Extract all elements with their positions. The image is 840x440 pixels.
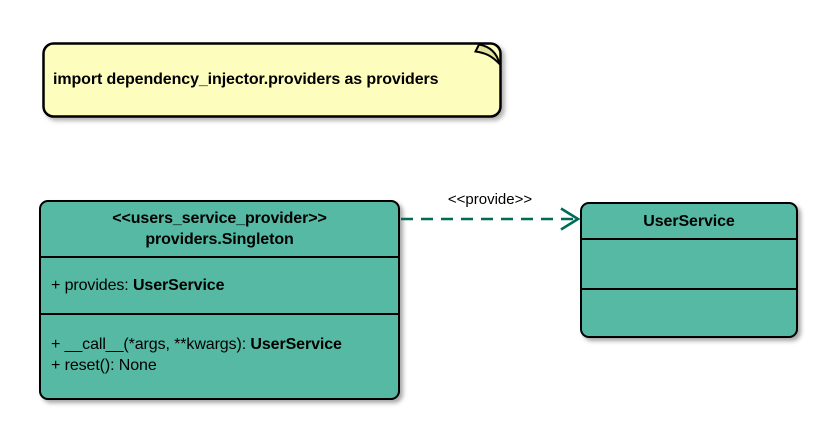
provide-arrow-label: <<provide>> [447, 191, 533, 208]
class-header: UserService [582, 204, 796, 240]
class-attributes-section: + provides: UserService [41, 258, 398, 315]
note-shape [42, 42, 502, 118]
class-stereotype: <<users_service_provider>> [112, 210, 327, 227]
note-fold-corner-icon [473, 43, 502, 68]
class-providers-singleton: <<users_service_provider>> providers.Sin… [39, 200, 400, 400]
class-header: <<users_service_provider>> providers.Sin… [41, 202, 398, 258]
attribute-provides: + provides: UserService [51, 275, 388, 296]
class-name: UserService [643, 212, 735, 230]
class-methods-section: + __call__(*args, **kwargs): UserService… [41, 315, 398, 398]
method-call: + __call__(*args, **kwargs): UserService [51, 334, 388, 355]
note-import: import dependency_injector.providers as … [42, 42, 502, 118]
method-type: UserService [250, 336, 342, 353]
method-reset: + reset(): None [51, 355, 388, 376]
attribute-type: UserService [132, 277, 225, 294]
method-text: + reset(): None [51, 357, 157, 374]
note-text: import dependency_injector.providers as … [53, 71, 439, 88]
attribute-text: + provides: [51, 277, 133, 294]
class-userservice: UserService [580, 202, 798, 338]
method-text: + __call__(*args, **kwargs): [51, 336, 251, 353]
class-attributes-section [582, 240, 796, 290]
class-name: providers.Singleton [145, 231, 294, 248]
class-methods-section [582, 290, 796, 336]
provide-arrow-icon [401, 207, 581, 231]
